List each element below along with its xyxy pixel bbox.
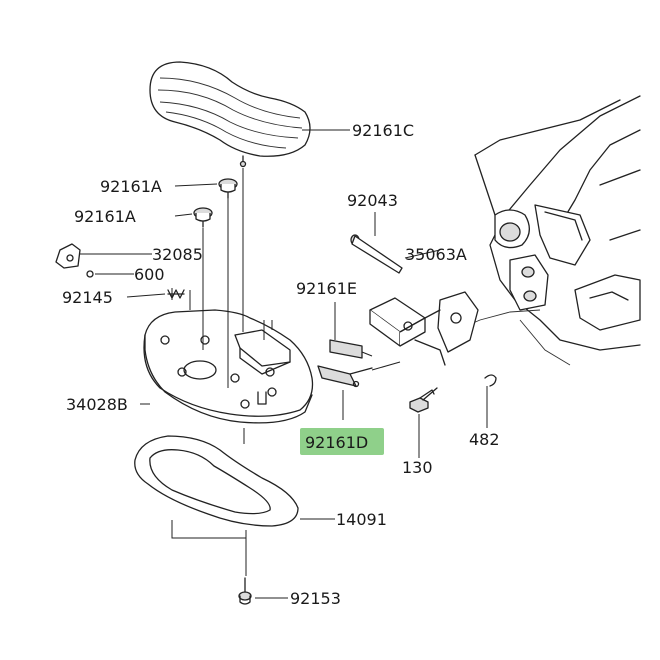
part-label[interactable]: 92043 bbox=[347, 191, 398, 210]
grommet-upper bbox=[218, 178, 238, 199]
hinge-pin bbox=[350, 234, 403, 274]
bolt-92153 bbox=[238, 577, 252, 605]
part-label[interactable]: 92161A bbox=[74, 207, 136, 226]
rubber-plate-d bbox=[317, 365, 373, 388]
part-label[interactable]: 92161E bbox=[296, 279, 357, 298]
leader-lines bbox=[80, 129, 488, 599]
part-label[interactable]: 14091 bbox=[336, 510, 387, 529]
spring bbox=[167, 289, 185, 299]
rubber-plate-e bbox=[329, 339, 363, 359]
highlight-box bbox=[300, 428, 384, 455]
frame-bracket bbox=[444, 95, 641, 366]
e-clip bbox=[484, 374, 497, 387]
hinge-bracket bbox=[369, 291, 479, 366]
small-bracket bbox=[55, 243, 81, 269]
part-labels: 92161C 92161A 92161A 32085 600 92145 340… bbox=[62, 121, 500, 608]
part-label[interactable]: 130 bbox=[402, 458, 433, 477]
footboard-pad bbox=[149, 61, 311, 168]
part-label[interactable]: 92161C bbox=[352, 121, 414, 140]
bolt-130 bbox=[409, 387, 438, 413]
part-label[interactable]: 92145 bbox=[62, 288, 113, 307]
part-label[interactable]: 32085 bbox=[152, 245, 203, 264]
part-label-highlighted[interactable]: 92161D bbox=[305, 433, 368, 452]
part-label[interactable]: 92153 bbox=[290, 589, 341, 608]
part-label[interactable]: 482 bbox=[469, 430, 500, 449]
part-label[interactable]: 600 bbox=[134, 265, 165, 284]
lower-cover bbox=[134, 435, 299, 527]
small-ring bbox=[86, 270, 94, 278]
part-label[interactable]: 34028B bbox=[66, 395, 128, 414]
part-label[interactable]: 35063A bbox=[405, 245, 467, 264]
part-label[interactable]: 92161A bbox=[100, 177, 162, 196]
grommet-lower bbox=[193, 207, 213, 228]
